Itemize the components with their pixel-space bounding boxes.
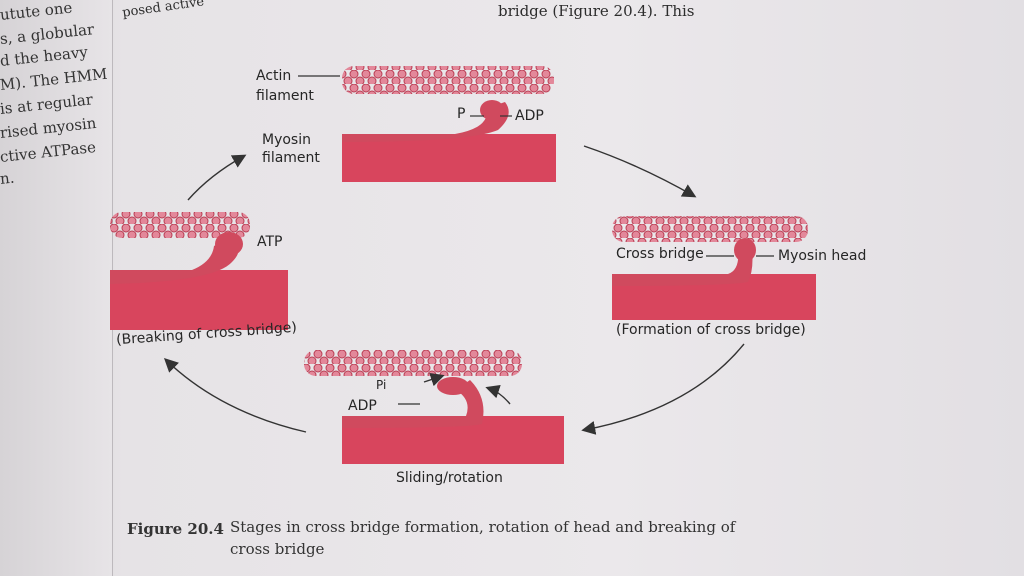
arrow-top-to-right (583, 145, 697, 198)
figure-caption-line1: Stages in cross bridge formation, rotati… (230, 518, 736, 536)
myosin-label: Myosin (262, 132, 311, 148)
arrow-left-to-top (187, 154, 247, 201)
rotation-arrow (485, 384, 511, 405)
myosin-head-right (612, 250, 753, 286)
actin-filament-right (612, 216, 808, 242)
figure-number: Figure 20.4 (127, 520, 224, 538)
pi-label: Pi (376, 378, 387, 392)
myosin-label-line2: filament (262, 150, 320, 166)
myosin-head-bottom (342, 380, 484, 428)
adp-label-bottom: ADP (348, 398, 377, 414)
atp-label: ATP (257, 234, 283, 250)
formation-label: (Formation of cross bridge) (616, 322, 806, 338)
myosin-head-label: Myosin head (778, 248, 867, 264)
sliding-label: Sliding/rotation (396, 470, 503, 486)
myosin-head-top (342, 102, 509, 142)
myosin-filament-top (342, 134, 556, 182)
myosin-head-knob-right (734, 238, 756, 262)
figure-caption-line2: cross bridge (230, 540, 325, 558)
actin-label-line2: filament (256, 88, 314, 104)
p-label: P (457, 106, 466, 122)
adp-label-top: ADP (515, 108, 544, 124)
cross-bridge-label: Cross bridge (616, 246, 704, 262)
myosin-head-left (110, 236, 239, 284)
left-page-text: utute one s, a globular d the heavy M). … (0, 0, 113, 576)
actin-filament-top (342, 66, 554, 94)
actin-label: Actin (256, 68, 292, 84)
arrow-right-to-bottom (581, 343, 745, 435)
arrow-bottom-to-left (163, 358, 307, 433)
myosin-head-knob-top (480, 100, 504, 120)
actin-filament-left (110, 212, 250, 238)
myosin-head-knob-bottom (437, 377, 469, 395)
actin-filament-bottom (304, 350, 522, 376)
top-body-text: bridge (Figure 20.4). This (498, 2, 695, 20)
myosin-head-knob-left (215, 232, 243, 256)
release-arrow (423, 372, 445, 387)
